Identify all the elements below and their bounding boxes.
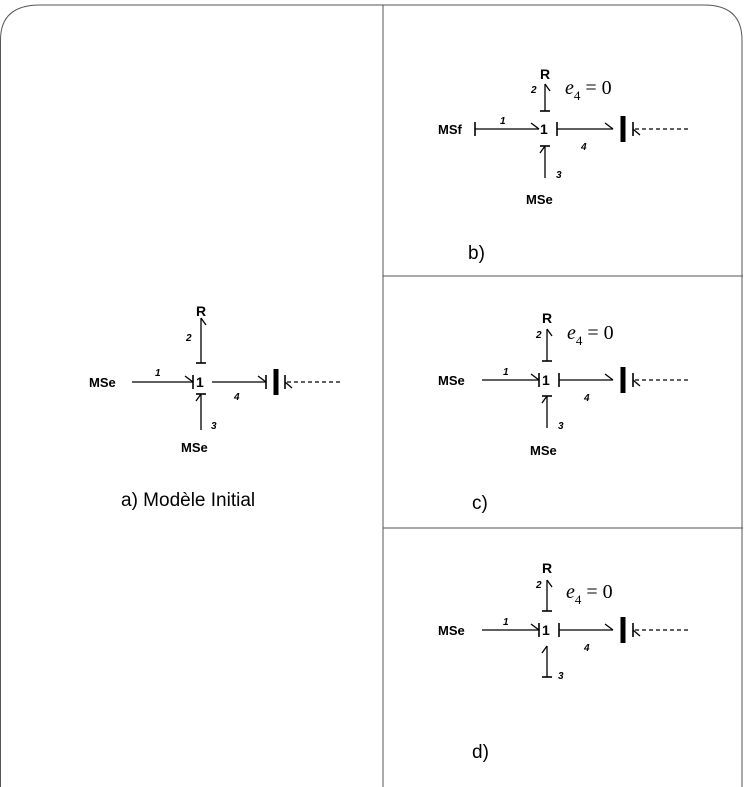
panel-d-r-label: R xyxy=(542,560,552,576)
panel-c-bond-label-1: 1 xyxy=(503,367,509,378)
panel-b xyxy=(474,83,688,178)
panel-d-bond-label-1: 1 xyxy=(503,617,509,628)
panel-a-bottom-source: MSe xyxy=(181,440,208,455)
panel-d-bond-label-3: 3 xyxy=(558,671,564,682)
panel-b-bottom-source: MSe xyxy=(526,192,553,207)
panel-d-bond-label-4: 4 xyxy=(583,643,590,654)
panel-a-junction: 1 xyxy=(196,374,204,390)
panel-a-bond-label-1: 1 xyxy=(155,368,161,379)
panel-a-left-source: MSe xyxy=(89,375,116,390)
panel-c xyxy=(482,328,688,428)
panel-a-caption: a) Modèle Initial xyxy=(121,490,255,511)
panel-d-caption: d) xyxy=(472,742,489,763)
panel-c-junction: 1 xyxy=(542,372,550,388)
panel-c-left-source: MSe xyxy=(438,373,465,388)
panel-d xyxy=(482,579,688,678)
panel-a-bond-label-4: 4 xyxy=(233,392,240,403)
outer-frame xyxy=(0,4,743,787)
panel-b-junction: 1 xyxy=(540,121,548,137)
panel-c-r-label: R xyxy=(542,310,552,326)
panel-d-equation: e4 = 0 xyxy=(566,581,613,607)
panel-b-left-source: MSf xyxy=(438,122,463,137)
panel-c-equation: e4 = 0 xyxy=(567,322,614,348)
panel-a xyxy=(132,317,341,430)
panel-a-r-label: R xyxy=(196,303,206,319)
panel-b-bond-label-3: 3 xyxy=(556,170,562,181)
panel-d-junction: 1 xyxy=(542,622,550,638)
panel-d-bond-label-2: 2 xyxy=(535,580,542,591)
panel-c-bottom-source: MSe xyxy=(530,443,557,458)
panel-c-bond-label-4: 4 xyxy=(583,393,590,404)
panel-d-left-source: MSe xyxy=(438,623,465,638)
panel-b-equation: e4 = 0 xyxy=(565,77,612,103)
panel-b-caption: b) xyxy=(468,243,485,264)
panel-c-bond-label-3: 3 xyxy=(558,421,564,432)
panel-b-bond-label-2: 2 xyxy=(530,85,537,96)
panel-a-bond-label-3: 3 xyxy=(211,421,217,432)
panel-b-bond-label-4: 4 xyxy=(580,142,587,153)
panel-c-caption: c) xyxy=(472,493,488,514)
panel-c-bond-label-2: 2 xyxy=(535,330,542,341)
panel-a-bond-label-2: 2 xyxy=(185,333,192,344)
panel-b-bond-label-1: 1 xyxy=(500,116,506,127)
panel-b-r-label: R xyxy=(540,66,550,82)
